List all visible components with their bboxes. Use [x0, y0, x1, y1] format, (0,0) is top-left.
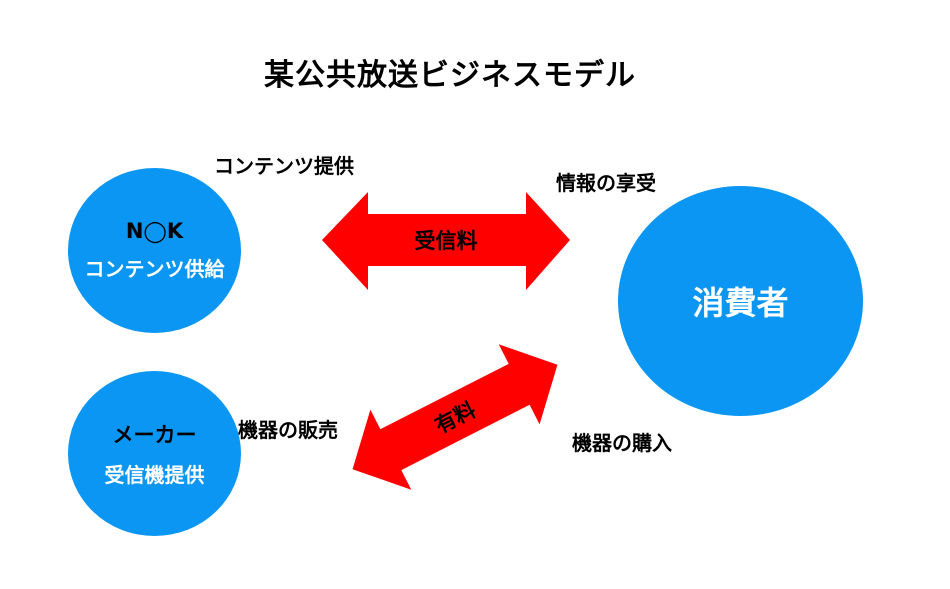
- broadcaster-node: N◯K コンテンツ供給: [68, 168, 241, 333]
- maker-node: メーカー 受信機提供: [68, 371, 241, 536]
- broadcaster-name: N◯K: [125, 219, 184, 243]
- fee-arrow-label: 受信料: [415, 229, 478, 253]
- device-purchase-label: 機器の購入: [572, 431, 672, 455]
- maker-role: 受信機提供: [104, 463, 205, 487]
- consumer-node: 消費者: [618, 186, 863, 416]
- diagram-title: 某公共放送ビジネスモデル: [264, 58, 636, 93]
- content-provision-label: コンテンツ提供: [214, 154, 354, 178]
- paid-arrow-group: 有料: [352, 344, 558, 490]
- device-sales-label: 機器の販売: [238, 418, 338, 442]
- maker-name: メーカー: [112, 423, 197, 447]
- fee-double-arrow: [322, 192, 570, 290]
- consumer-name: 消費者: [692, 284, 789, 322]
- paid-double-arrow: [352, 344, 558, 490]
- broadcaster-role: コンテンツ供給: [84, 257, 225, 281]
- info-enjoyment-label: 情報の享受: [556, 171, 656, 195]
